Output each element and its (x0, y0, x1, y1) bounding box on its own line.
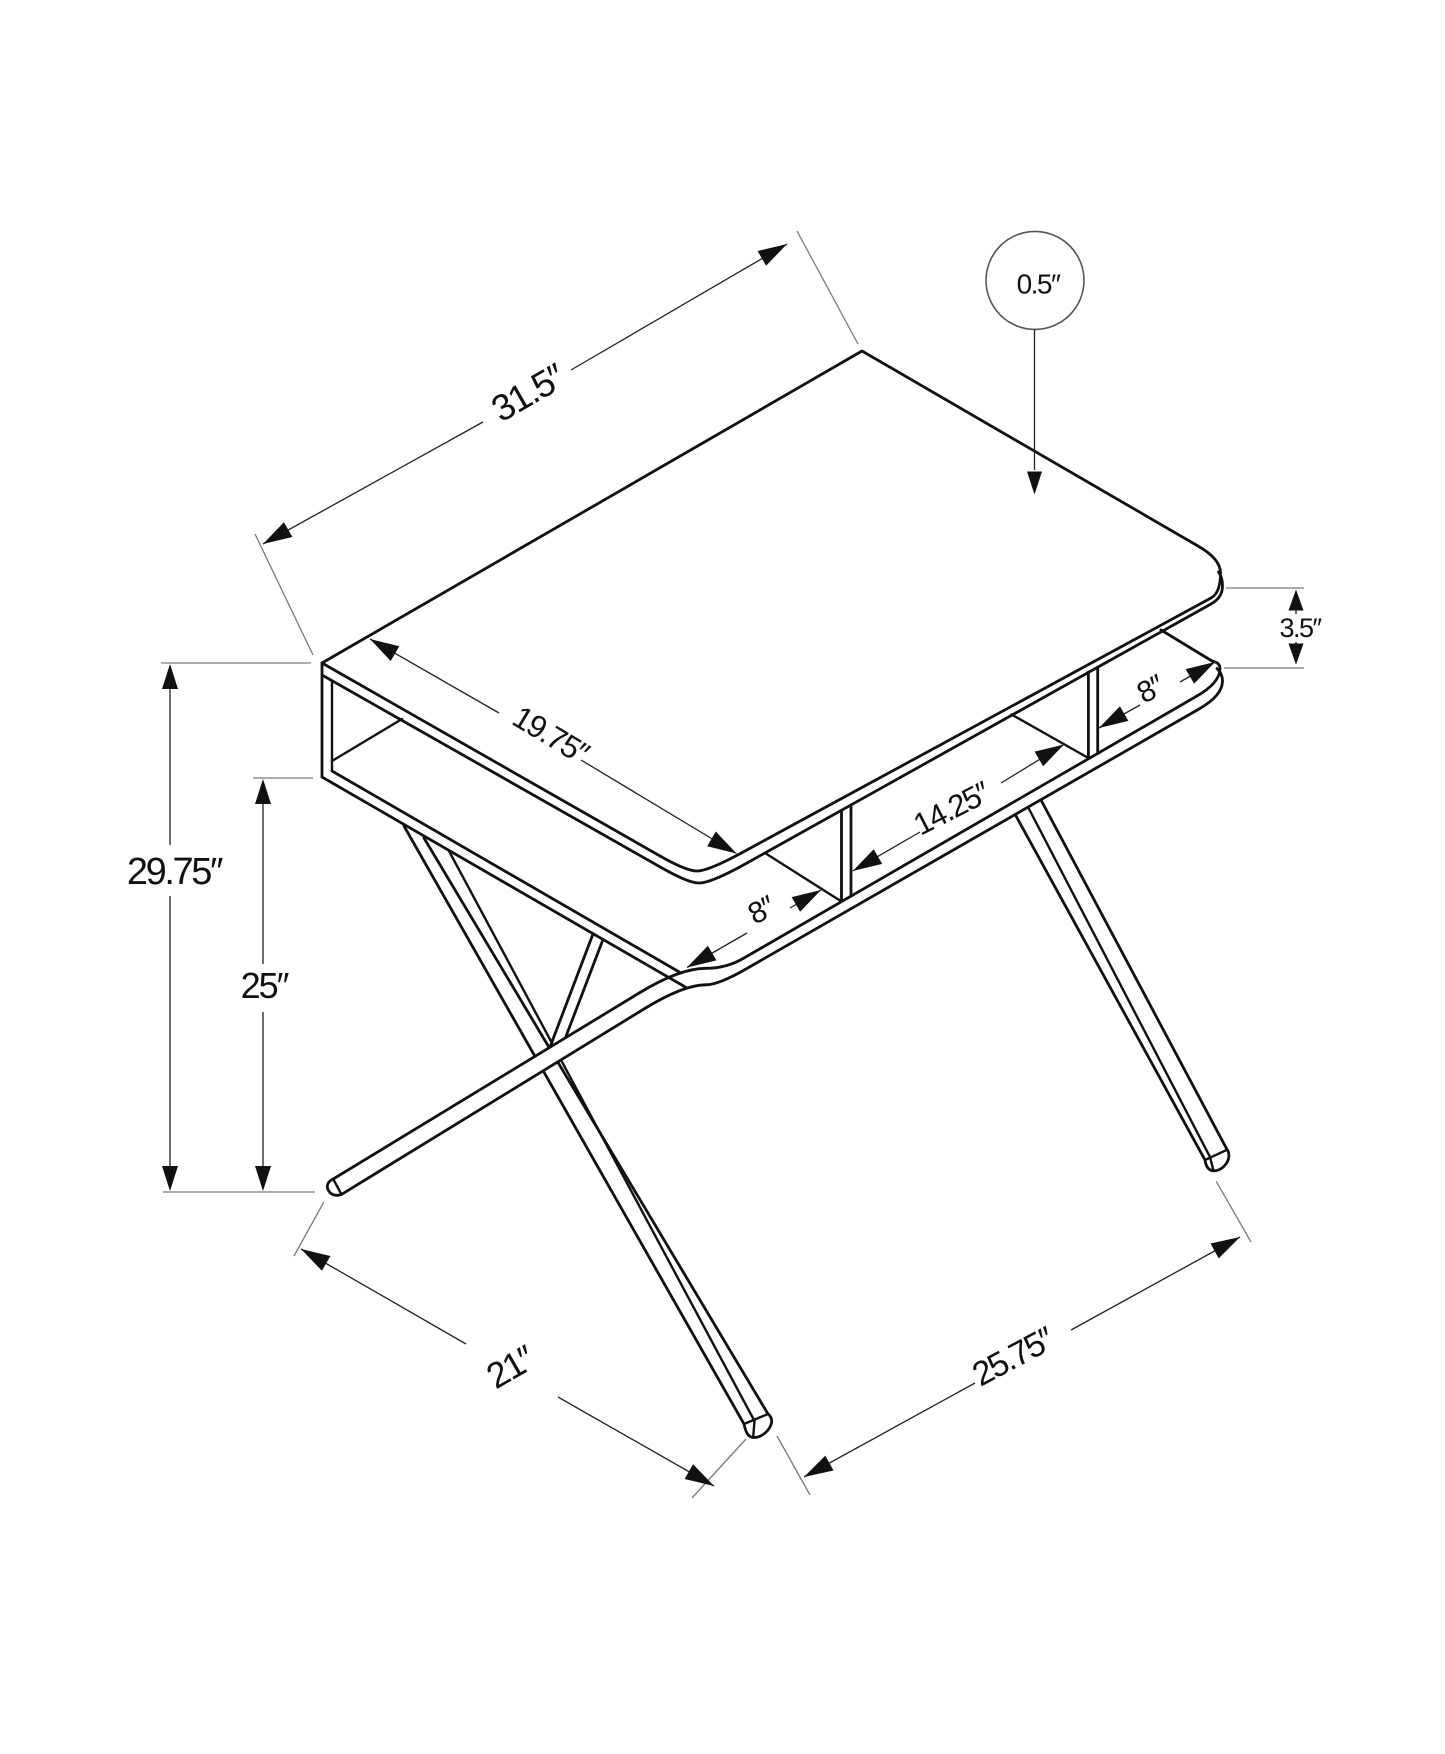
svg-text:25″: 25″ (241, 965, 290, 1006)
svg-text:3.5″: 3.5″ (1279, 613, 1322, 643)
svg-text:29.75″: 29.75″ (127, 851, 223, 893)
svg-text:0.5″: 0.5″ (1017, 269, 1061, 300)
